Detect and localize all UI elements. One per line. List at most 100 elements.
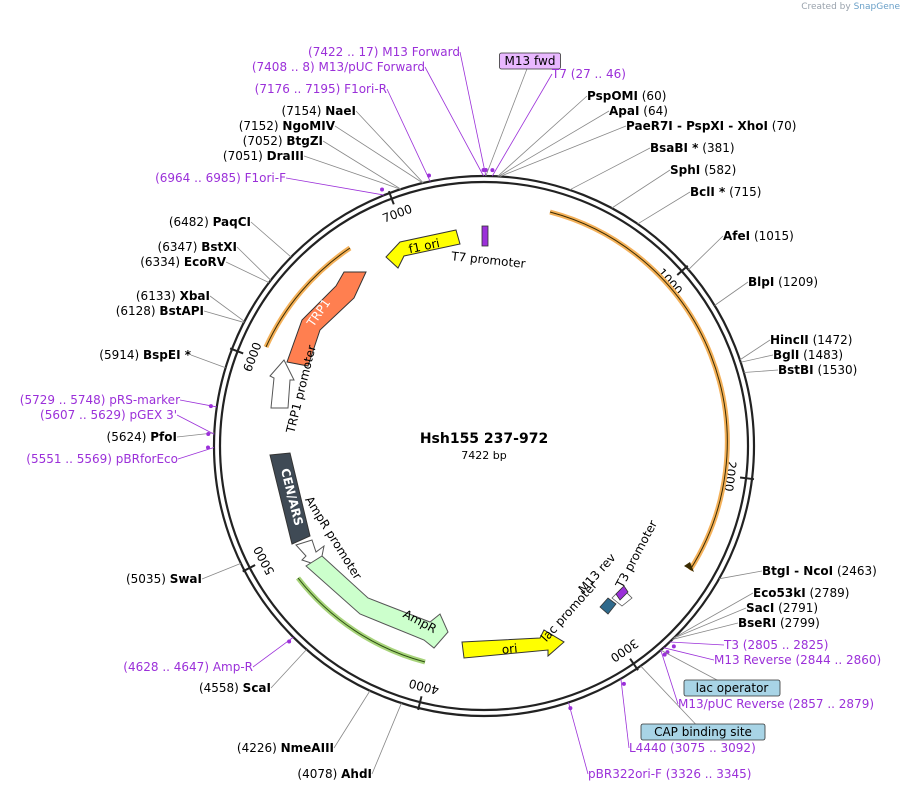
label-text: (7422 .. 17) M13 Forward <box>308 45 460 59</box>
map-label-naei[interactable]: (7154) NaeI <box>282 104 424 184</box>
map-label-swai[interactable]: (5035) SwaI <box>126 563 242 586</box>
label-pos: (64) <box>639 104 667 118</box>
map-label-pgex3[interactable]: (5607 .. 5629) pGEX 3' <box>40 408 215 436</box>
map-label-m13puc-fwd[interactable]: (7408 .. 8) M13/pUC Forward <box>252 60 486 177</box>
map-label-ngomiv[interactable]: (7152) NgoMIV <box>239 119 424 184</box>
leader-line <box>424 66 484 177</box>
label-name: M13/pUC Forward <box>318 60 425 74</box>
leader-line <box>688 235 724 270</box>
leader-line <box>485 60 531 177</box>
label-pos: (6482) <box>169 215 213 229</box>
feature-ampr[interactable]: AmpR <box>305 555 449 649</box>
map-label-f1ori-f[interactable]: (6964 .. 6985) F1ori-F <box>155 171 385 196</box>
map-label-pbr322[interactable]: pBR322ori-F (3326 .. 3345) <box>568 702 751 781</box>
map-label-t3[interactable]: T3 (2805 .. 2825) <box>669 638 829 652</box>
map-label-bseri[interactable]: BseRI (2799) <box>672 616 820 640</box>
map-label-apai[interactable]: ApaI (64) <box>498 104 668 177</box>
map-label-cap[interactable]: CAP binding site <box>640 665 766 741</box>
feature-cen-ars[interactable]: CEN/ARS <box>269 452 311 545</box>
map-label-m13fwd-range[interactable]: (7422 .. 17) M13 Forward <box>308 45 488 177</box>
tick-mark <box>417 696 423 711</box>
map-label-bcli[interactable]: BclI * (715) <box>637 185 762 225</box>
map-label-hincii[interactable]: HincII (1472) <box>739 333 853 361</box>
map-label-bspei[interactable]: (5914) BspEI * <box>99 348 226 369</box>
plasmid-size: 7422 bp <box>461 449 506 462</box>
map-label-pbrforeco[interactable]: (5551 .. 5569) pBRforEco <box>26 445 215 466</box>
label-text: BlpI (1209) <box>748 275 818 289</box>
map-label-scai[interactable]: (4558) ScaI <box>199 649 307 695</box>
label-name: PspOMI <box>587 89 638 103</box>
label-text: PspOMI (60) <box>587 89 666 103</box>
label-text: (5607 .. 5629) pGEX 3' <box>40 408 177 422</box>
leader-line <box>270 649 307 689</box>
map-label-ahdi[interactable]: (4078) AhdI <box>297 702 402 781</box>
map-label-pspomi[interactable]: PspOMI (60) <box>497 89 667 177</box>
map-label-paer7i[interactable]: PaeR7I - PspXI - XhoI (70) <box>499 119 796 177</box>
label-text: (4558) ScaI <box>199 681 271 695</box>
tick-mark <box>242 564 256 573</box>
map-label-ecorv[interactable]: (6334) EcoRV <box>140 255 270 284</box>
label-pos: (2463) <box>833 564 877 578</box>
leader-line <box>714 281 749 306</box>
label-pos: (1483) <box>799 348 843 362</box>
label-pos: (2799) <box>776 616 820 630</box>
feature-ori[interactable]: ori <box>461 629 565 659</box>
tick-label: 5000 <box>251 544 278 578</box>
feature-label-f1-ori: f1 ori <box>407 236 441 256</box>
label-name: BclI * <box>690 185 726 199</box>
label-pos: (7051) <box>223 149 267 163</box>
map-label-bstbi[interactable]: BstBI (1530) <box>743 363 858 377</box>
label-name: pBRforEco <box>116 452 178 466</box>
label-name: ApaI <box>609 104 639 118</box>
label-pos: (5914) <box>99 348 143 362</box>
map-label-m13fwd-box[interactable]: M13 fwd <box>485 52 561 177</box>
label-name: T7 <box>551 67 567 81</box>
label-name: M13 Reverse <box>714 653 792 667</box>
label-pos: (4558) <box>199 681 243 695</box>
map-label-sphi[interactable]: SphI (582) <box>611 163 737 209</box>
map-label-m13rev[interactable]: M13 Reverse (2844 .. 2860) <box>663 647 881 667</box>
map-label-bstapi[interactable]: (6128) BstAPI <box>116 304 245 323</box>
feature-trp1[interactable]: TRP1 <box>286 271 367 367</box>
map-label-afei[interactable]: AfeI (1015) <box>688 229 794 270</box>
map-label-draiii[interactable]: (7051) DraIII <box>223 149 401 190</box>
map-label-lacop[interactable]: lac operator <box>660 649 781 697</box>
map-label-pfoi[interactable]: (5624) PfoI <box>107 430 215 444</box>
primer-site-mark <box>568 706 573 711</box>
map-label-btgi[interactable]: BtgI - NcoI (2463) <box>719 564 877 580</box>
label-name: NgoMIV <box>282 119 335 133</box>
primer-site-mark <box>208 404 213 409</box>
leader-line <box>719 570 763 580</box>
leader-line <box>497 95 588 177</box>
map-label-m13puc-rev[interactable]: M13/pUC Reverse (2857 .. 2879) <box>660 649 874 711</box>
label-name: BstAPI <box>159 304 204 318</box>
label-pos: (7422 .. 17) <box>308 45 382 59</box>
map-label-xbai[interactable]: (6133) XbaI <box>136 289 245 322</box>
map-label-bglii[interactable]: BglI (1483) <box>740 348 843 363</box>
map-label-paqci[interactable]: (6482) PaqCI <box>169 215 292 258</box>
orf-track-right-line <box>549 211 728 571</box>
feature-t7-promoter[interactable]: T7 promoter <box>450 225 527 271</box>
feature-f1-ori[interactable]: f1 ori <box>385 229 461 269</box>
map-label-blpi[interactable]: BlpI (1209) <box>714 275 818 306</box>
map-label-bstxi[interactable]: (6347) BstXI <box>158 240 272 281</box>
leader-line <box>201 563 242 580</box>
map-label-ampr-primer[interactable]: (4628 .. 4647) Amp-R <box>123 636 294 674</box>
label-text: (6133) XbaI <box>136 289 210 303</box>
map-label-bsabi[interactable]: BsaBI * (381) <box>569 141 735 191</box>
feature-lac-segment[interactable] <box>599 585 633 615</box>
label-name: NaeI <box>325 104 356 118</box>
map-label-saci[interactable]: SacI (2791) <box>673 601 818 639</box>
map-label-nmeaiii[interactable]: (4226) NmeAIII <box>237 690 371 755</box>
map-label-f1ori-r[interactable]: (7176 .. 7195) F1ori-R <box>255 82 431 182</box>
tick-mark <box>229 347 244 355</box>
map-label-l4440[interactable]: L4440 (3075 .. 3092) <box>620 678 756 755</box>
leader-line <box>672 622 739 640</box>
map-label-btgzi[interactable]: (7052) BtgZI <box>243 134 402 190</box>
map-label-t7[interactable]: T7 (27 .. 46) <box>490 67 626 177</box>
label-name: M13 Forward <box>382 45 460 59</box>
map-label-prsmarker[interactable]: (5729 .. 5748) pRS-marker <box>20 393 217 409</box>
label-name: Amp-R <box>213 660 253 674</box>
map-label-eco53ki[interactable]: Eco53kI (2789) <box>673 586 849 639</box>
